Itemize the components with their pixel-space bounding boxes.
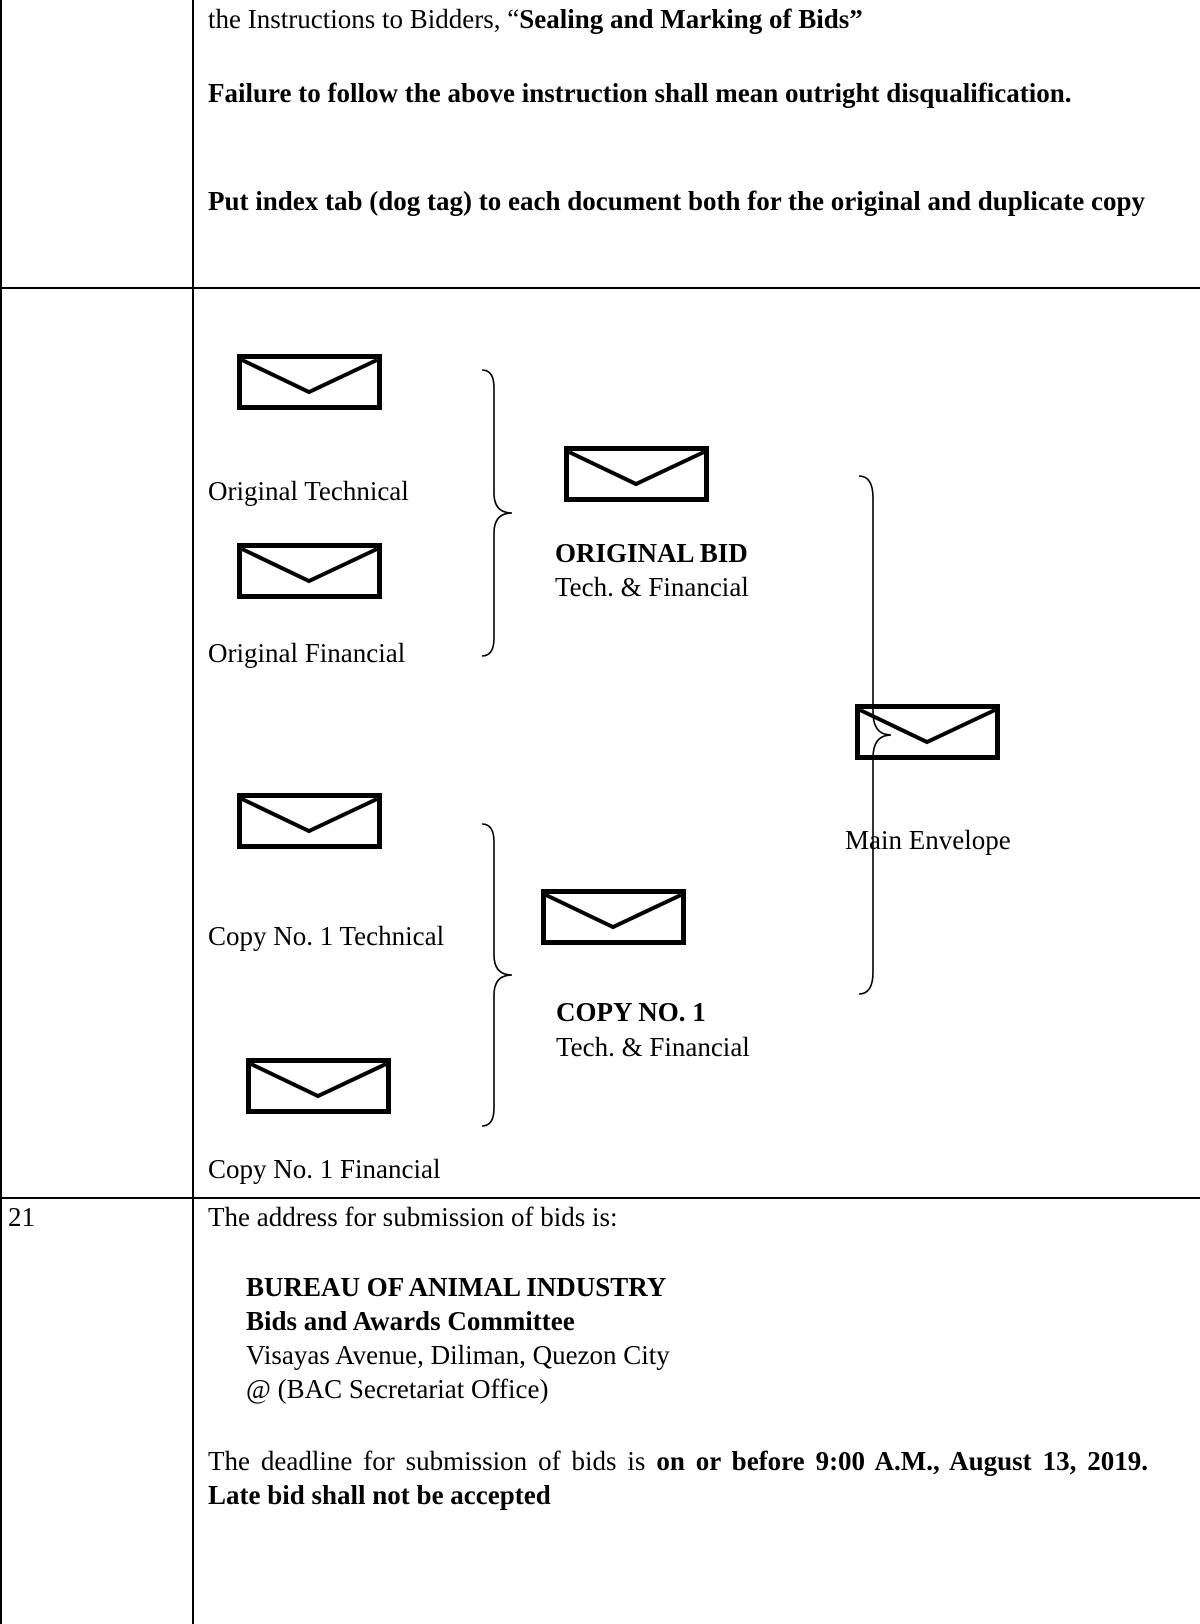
street-address: Visayas Avenue, Diliman, Quezon City bbox=[246, 1340, 670, 1370]
disqualification-warning: Failure to follow the above instruction … bbox=[208, 78, 1072, 108]
copy-financial-label: Copy No. 1 Financial bbox=[208, 1154, 441, 1184]
clause-number: 21 bbox=[8, 1202, 35, 1232]
brace-icon bbox=[481, 823, 513, 1127]
envelope-icon bbox=[564, 446, 709, 502]
original-bid-subtitle: Tech. & Financial bbox=[555, 572, 749, 602]
copy-technical-label: Copy No. 1 Technical bbox=[208, 921, 445, 951]
office-location: @ (BAC Secretariat Office) bbox=[246, 1374, 549, 1404]
deadline-statement: The deadline for submission of bids is o… bbox=[208, 1446, 1148, 1510]
original-technical-label: Original Technical bbox=[208, 476, 409, 506]
organization-name: BUREAU OF ANIMAL INDUSTRY bbox=[246, 1272, 667, 1302]
address-intro: The address for submission of bids is: bbox=[208, 1202, 618, 1232]
table-column-divider bbox=[192, 0, 194, 1624]
table-left-border bbox=[0, 0, 2, 1624]
copy-bid-subtitle: Tech. & Financial bbox=[556, 1032, 750, 1062]
table-row-divider bbox=[0, 1197, 1200, 1199]
envelope-icon bbox=[246, 1058, 391, 1114]
envelope-icon bbox=[237, 793, 382, 849]
table-row-divider bbox=[0, 287, 1200, 289]
index-tab-instruction: Put index tab (dog tag) to each document… bbox=[208, 186, 1146, 216]
original-bid-title: ORIGINAL BID bbox=[555, 538, 748, 568]
original-financial-label: Original Financial bbox=[208, 638, 406, 668]
brace-icon bbox=[858, 475, 892, 995]
copy-bid-title: COPY NO. 1 bbox=[556, 997, 706, 1027]
envelope-icon bbox=[541, 889, 686, 945]
instructions-reference: the Instructions to Bidders, “Sealing an… bbox=[208, 4, 863, 34]
envelope-icon bbox=[237, 354, 382, 410]
committee-name: Bids and Awards Committee bbox=[246, 1306, 575, 1336]
brace-icon bbox=[481, 369, 513, 657]
envelope-icon bbox=[237, 543, 382, 599]
